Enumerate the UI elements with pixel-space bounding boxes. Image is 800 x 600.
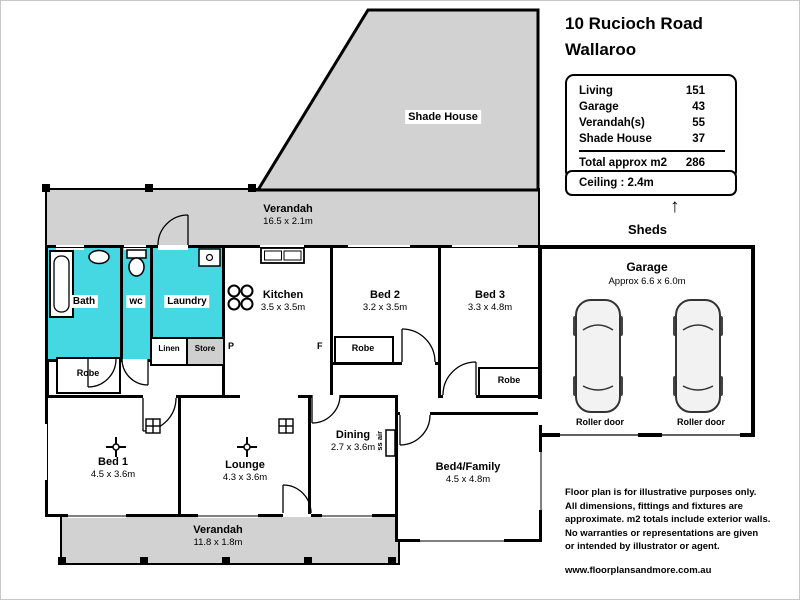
robe-bed2-label: Robe [351,343,375,353]
address-line1: 10 Rucioch Road [565,14,703,33]
bed2-label: Bed 2 3.2 x 3.5m [362,289,408,314]
verandah-post [222,557,230,565]
verandah-post [304,557,312,565]
sheds-label: Sheds [628,222,668,237]
verandah-bottom-label: Verandah 11.8 x 1.8m [193,524,243,549]
verandah-post [140,557,148,565]
wc-label: wc [126,290,146,311]
verandah-top-label: Verandah 16.5 x 2.1m [263,203,313,228]
dining-label: Dining 2.7 x 3.6m [330,429,376,454]
roller-door-right-label: Roller door [676,417,726,427]
room-robe-bed2 [334,336,394,364]
verandah-post [388,557,396,565]
verandah-post [248,184,256,192]
table-divider [579,150,725,152]
verandah-post [58,557,66,565]
bed1-label: Bed 1 4.5 x 3.6m [90,456,136,481]
room-store [186,337,225,366]
verandah-post [42,184,50,192]
ceiling-box: Ceiling : 2.4m [565,170,737,196]
linen-label: Linen [158,344,180,353]
room-dining [308,395,398,517]
ss-air-label: ss air [375,431,384,451]
disclaimer-line: No warranties or representations are giv… [565,527,759,539]
pantry-label: P [228,341,235,351]
shade-house-label: Shade House [405,106,481,127]
kitchen-label: Kitchen 3.5 x 3.5m [260,289,306,314]
disclaimer-line: All dimensions, fittings and fixtures ar… [565,500,743,512]
lounge-label: Lounge 4.3 x 3.6m [222,459,268,484]
disclaimer-line: or intended by illustrator or agent. [565,541,720,552]
garage-label: Garage Approx 6.6 x 6.0m [608,260,686,287]
disclaimer: Floor plan is for illustrative purposes … [565,486,777,577]
verandah-bottom-area [60,515,400,565]
table-row: Verandah(s)55 [579,117,705,129]
bed4-family-label: Bed4/Family 4.5 x 4.8m [435,461,501,486]
laundry-label: Laundry [164,290,210,311]
robe-hall-label: Robe [76,368,100,378]
room-lounge [178,395,311,517]
bath-label: Bath [69,290,99,311]
room-robe-bed3 [478,367,540,397]
verandah-post [145,184,153,192]
wall-segment [45,360,49,398]
shade-house-area [255,8,540,192]
website-label: www.floorplansandmore.com.au [565,564,712,576]
address-line2: Wallaroo [565,40,637,59]
store-label: Store [194,344,216,353]
room-kitchen [222,245,333,398]
bed3-label: Bed 3 3.3 x 4.8m [467,289,513,314]
roller-door-left-label: Roller door [575,417,625,427]
robe-bed3-label: Robe [497,375,521,385]
disclaimer-line: approximate. m2 totals include exterior … [565,514,771,525]
sheds-arrow-icon: ↑ [670,196,680,217]
fridge-label: F [317,341,323,351]
disclaimer-line: Floor plan is for illustrative purposes … [565,487,757,498]
